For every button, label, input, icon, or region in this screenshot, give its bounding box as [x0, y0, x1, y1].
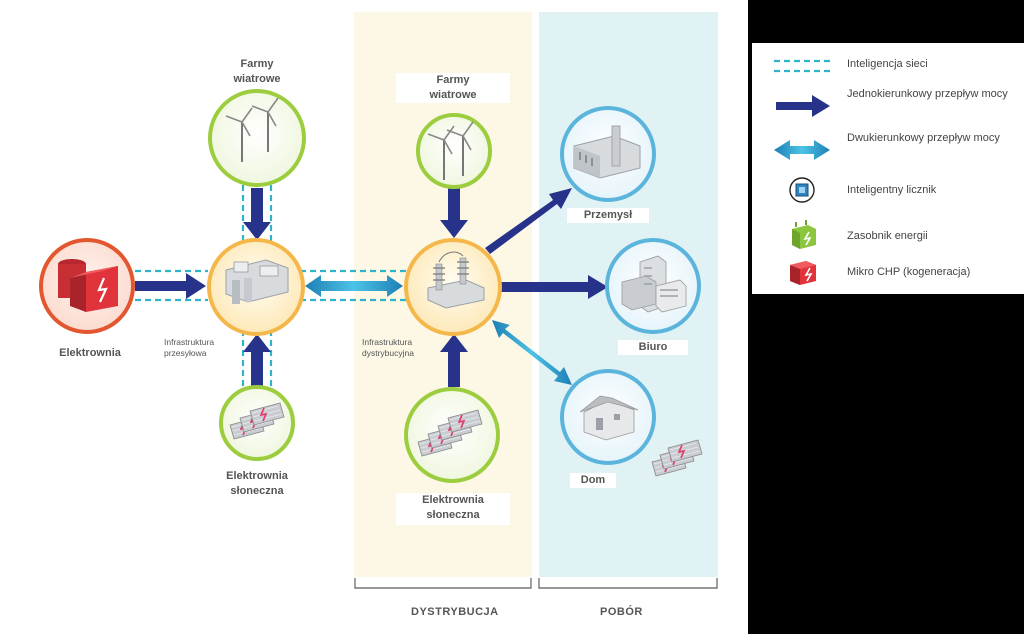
legend-label: Mikro CHP (kogeneracja) [847, 266, 971, 278]
arrow-solar-to-transmission [243, 334, 271, 388]
legend-item: Dwukierunkowy przepływ mocy [752, 131, 1024, 171]
legend-label: Inteligencja sieci [847, 58, 928, 70]
wind-farm-left-node [208, 89, 306, 187]
power-plant-node [39, 238, 135, 334]
legend-item: Mikro CHP (kogeneracja) [752, 257, 1024, 291]
label-office: Biuro [618, 340, 688, 355]
arrow-solar-to-distribution [440, 334, 468, 387]
zone-title-distribution: DYSTRYBUCJA [411, 606, 499, 618]
arrow-distribution-home [492, 320, 572, 385]
label-industry: Przemysł [567, 208, 649, 223]
industry-node [560, 106, 656, 202]
legend-item: Inteligentny licznik [752, 175, 1024, 209]
one-way-arrow-icon [776, 95, 830, 117]
arrow-transmission-distribution [305, 275, 403, 297]
label-solar-mid: Elektrownia słoneczna [396, 493, 510, 525]
label-power-plant: Elektrownia [59, 347, 121, 359]
arrow-distribution-to-office [500, 275, 608, 299]
legend-label: Inteligentny licznik [847, 184, 937, 196]
distribution-hub-node [404, 238, 502, 336]
micro-chp-icon [790, 261, 816, 285]
grid-intelligence-links [135, 185, 408, 388]
arrow-plant-to-transmission [135, 273, 206, 299]
legend-label: Zasobnik energii [847, 230, 928, 242]
solar-mid-node [404, 387, 500, 483]
arrow-wind-to-transmission [243, 188, 271, 240]
arrow-distribution-to-industry [485, 188, 572, 254]
consumption-bracket [538, 578, 718, 589]
legend-label: Jednokierunkowy przepływ mocy [847, 88, 1008, 100]
wind-farm-mid-node [416, 113, 492, 189]
label-wind-farms-mid: Farmy wiatrowe [396, 73, 510, 103]
arrow-wind-to-distribution [440, 185, 468, 238]
label-home: Dom [570, 473, 616, 488]
office-node [605, 238, 701, 334]
legend-item: Jednokierunkowy przepływ mocy [752, 87, 1024, 127]
legend-item: Zasobnik energii [752, 219, 1024, 253]
two-way-arrow-icon [774, 140, 830, 160]
legend-item: Inteligencja sieci [752, 49, 1024, 83]
energy-storage-icon [792, 220, 816, 249]
home-node [560, 369, 656, 465]
two-way-flows [305, 275, 572, 385]
smart-meter-icon [789, 177, 815, 203]
legend: Inteligencja sieci Jednokierunkowy przep… [752, 43, 1024, 294]
label-distribution-infra: Infrastruktura dystrybucyjna [362, 337, 414, 358]
label-wind-farms-left: Farmy wiatrowe [233, 58, 281, 85]
label-transmission-infra: Infrastruktura przesyłowa [164, 337, 215, 358]
distribution-bracket [354, 578, 532, 589]
dashed-line-icon [774, 59, 830, 73]
label-solar-left: Elektrownia słoneczna [226, 470, 288, 497]
transmission-hub-node [207, 238, 305, 336]
legend-label: Dwukierunkowy przepływ mocy [847, 132, 1000, 144]
zone-title-consumption: POBÓR [600, 606, 643, 618]
solar-left-node [219, 385, 295, 461]
one-way-flows [135, 185, 608, 388]
